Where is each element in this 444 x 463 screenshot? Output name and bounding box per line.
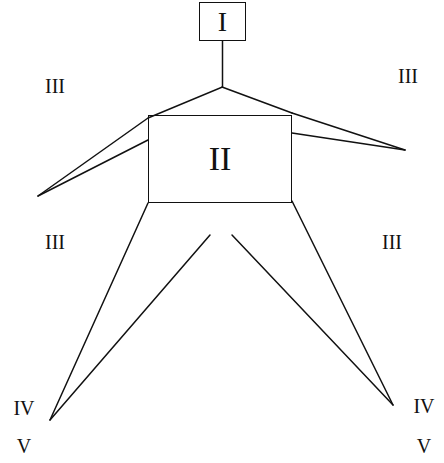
part-number: II [209,142,232,176]
shoulder-line [222,87,292,113]
callout-number: III [45,232,65,252]
neck-connector [148,41,223,118]
callout-number: IV [413,396,434,416]
callout-number: V [417,436,431,456]
callout-number: III [45,76,65,96]
arm-line [38,118,148,196]
leg-line [50,235,210,420]
leg-line [292,201,393,405]
head-box: I [199,2,246,41]
callout-number: IV [13,398,34,418]
arm-line [38,140,148,196]
callout-number: III [382,232,402,252]
arm-line [292,113,405,150]
callout-number: III [398,66,418,86]
leg-line [232,235,393,405]
part-number: I [218,8,227,36]
torso-box: II [148,115,292,203]
callout-number: V [17,436,31,456]
arm-line [292,133,405,150]
